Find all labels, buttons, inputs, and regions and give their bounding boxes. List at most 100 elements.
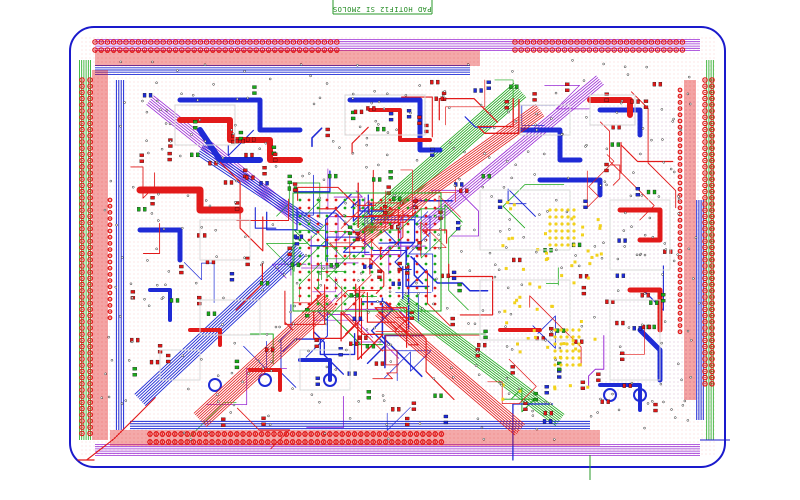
smd-pad	[167, 151, 172, 156]
bga-ball	[298, 254, 302, 258]
bga-ball	[325, 262, 329, 266]
bga-ball	[424, 230, 428, 234]
header-pad	[376, 431, 383, 437]
header-pad-hole	[224, 41, 226, 43]
via	[322, 267, 325, 270]
header-pad-hole	[305, 49, 307, 51]
smd-pad	[206, 311, 211, 316]
via	[299, 63, 303, 66]
smd-pad	[212, 311, 217, 316]
title-tab: PAD HOTIF12 SI 2MOLOS	[332, 0, 433, 15]
via	[243, 256, 246, 260]
bga-ball	[379, 214, 383, 218]
bga-ball	[415, 270, 419, 274]
header-pad	[87, 139, 93, 145]
smd-pad	[347, 231, 353, 235]
bga-ball	[406, 262, 410, 266]
header-pad-hole	[174, 41, 177, 43]
header-pad-hole	[711, 290, 713, 292]
header-pad	[677, 124, 683, 130]
header-pad	[524, 47, 531, 53]
smd-pad	[296, 262, 300, 267]
header-pad-hole	[230, 49, 233, 51]
smd-pad	[405, 422, 410, 427]
via	[230, 128, 233, 132]
header-pad	[79, 238, 85, 245]
smd-pad	[221, 423, 226, 427]
via	[100, 396, 103, 400]
header-pad-hole	[81, 184, 83, 187]
via	[215, 255, 218, 258]
via	[466, 63, 470, 66]
header-pad	[709, 77, 715, 83]
header-pad-hole	[89, 122, 91, 125]
header-pad-hole	[89, 352, 91, 354]
header-pad	[107, 290, 113, 296]
via	[221, 156, 225, 160]
highlight-pad	[566, 236, 570, 240]
header-pad-hole	[434, 441, 436, 443]
header-pad	[79, 405, 85, 412]
header-pad	[709, 120, 715, 127]
header-pad-hole	[679, 89, 681, 91]
highlight-pad	[544, 232, 548, 236]
via	[538, 213, 541, 216]
header-pad-hole	[149, 433, 151, 435]
via	[267, 414, 270, 418]
header-pad	[702, 108, 708, 114]
via	[318, 96, 322, 100]
header-pad-hole	[704, 209, 706, 211]
header-pad	[530, 39, 537, 45]
header-pad-hole	[711, 383, 713, 385]
via	[448, 141, 452, 144]
via	[393, 194, 397, 197]
header-pad-hole	[704, 135, 706, 137]
header-pad-hole	[551, 49, 553, 51]
header-pad-hole	[711, 159, 713, 162]
via	[343, 220, 347, 224]
via	[119, 60, 122, 64]
header-pad	[702, 263, 708, 269]
header-pad-hole	[162, 49, 164, 51]
trace-top	[377, 311, 519, 433]
header-pad	[79, 430, 85, 437]
smd-pad	[377, 177, 382, 182]
chip-outline	[589, 94, 636, 126]
via	[476, 417, 480, 420]
header-pad	[87, 219, 93, 226]
via	[221, 323, 224, 326]
via	[488, 112, 492, 115]
via	[359, 272, 363, 275]
trace-top	[130, 166, 156, 199]
highlight-pad	[562, 342, 566, 346]
via	[453, 184, 457, 187]
via	[325, 365, 329, 369]
bga-ball	[325, 278, 329, 282]
via	[335, 281, 338, 284]
via	[386, 92, 389, 96]
trace-inner2	[325, 313, 374, 338]
header-pad-hole	[298, 41, 301, 43]
smd-pad	[486, 80, 491, 84]
header-pad-hole	[193, 49, 195, 51]
header-pad	[203, 439, 209, 445]
via	[555, 198, 558, 202]
header-pad	[709, 102, 715, 108]
highlight-pad	[572, 236, 576, 240]
header-pad	[586, 47, 593, 53]
header-pad	[87, 411, 93, 418]
via	[434, 215, 438, 219]
header-pad	[135, 47, 142, 53]
smd-pad	[259, 181, 263, 186]
header-pad	[241, 47, 247, 53]
header-pad-hole	[174, 433, 176, 435]
power-trace	[197, 127, 263, 163]
via	[395, 128, 398, 132]
smd-pad	[353, 109, 358, 115]
header-pad-hole	[267, 41, 270, 43]
via	[616, 257, 620, 261]
highlight-pad	[565, 342, 569, 346]
smd-pad	[398, 196, 402, 201]
header-pad-hole	[81, 85, 83, 87]
